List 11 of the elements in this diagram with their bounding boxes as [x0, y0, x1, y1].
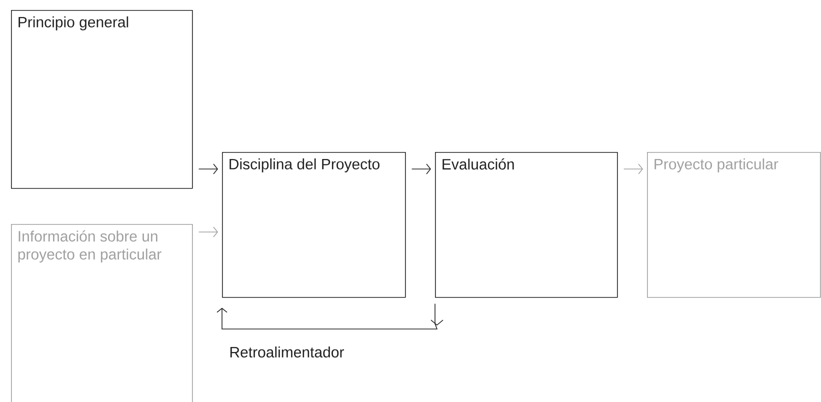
arrow [213, 226, 218, 238]
arrow [638, 164, 643, 174]
process-box: Disciplina del Proyecto [222, 152, 406, 298]
process-box: Proyecto particular [647, 152, 821, 298]
process-box: Evaluación [435, 152, 618, 298]
feedback-arrow [216, 303, 444, 330]
arrow [426, 164, 431, 174]
edge-label: Retroalimentador [230, 346, 344, 358]
arrow [213, 164, 218, 174]
process-box: Principio general [11, 10, 193, 189]
process-box: Información sobre un proyecto en particular [11, 224, 193, 402]
